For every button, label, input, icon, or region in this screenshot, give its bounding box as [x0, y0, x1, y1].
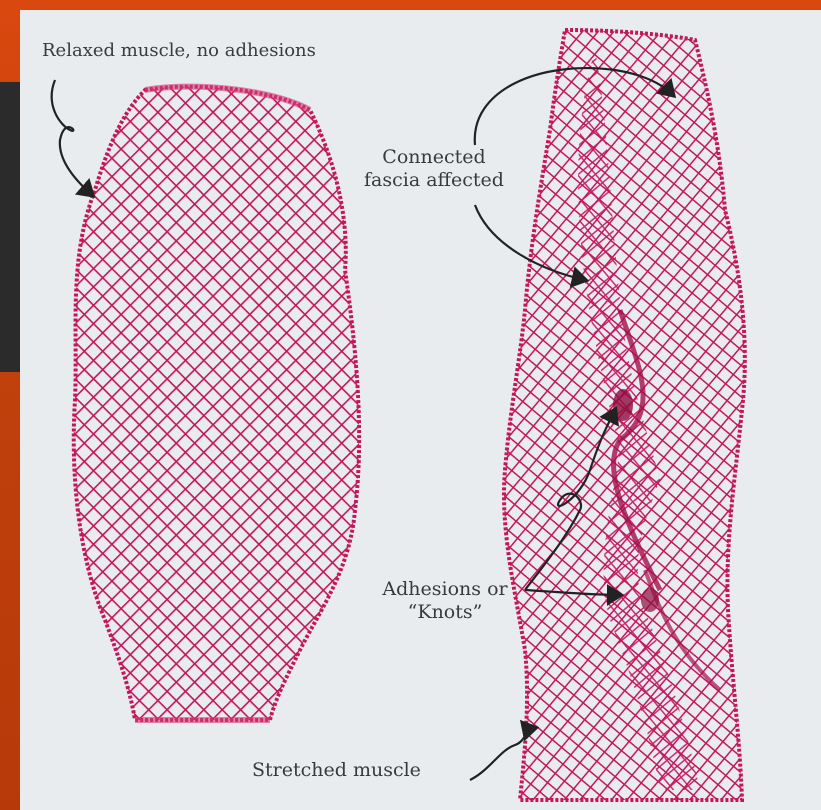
label-adhesions-line2: “Knots” [350, 601, 540, 624]
relaxed-muscle-mesh [74, 87, 359, 720]
label-fascia-line2: fascia affected [350, 169, 518, 192]
label-stretched-muscle: Stretched muscle [252, 759, 421, 782]
mesh-illustration [20, 10, 821, 810]
label-adhesions-line1: Adhesions or [350, 578, 540, 601]
label-connected-fascia: Connected fascia affected [350, 146, 518, 192]
knot-marker [641, 588, 659, 612]
label-adhesions: Adhesions or “Knots” [350, 578, 540, 624]
label-fascia-line1: Connected [350, 146, 518, 169]
label-relaxed-muscle: Relaxed muscle, no adhesions [42, 40, 316, 62]
stretched-muscle-mesh [504, 30, 745, 800]
knot-marker [613, 389, 633, 421]
fascia-photo: Relaxed muscle, no adhesions Connected f… [20, 10, 821, 810]
